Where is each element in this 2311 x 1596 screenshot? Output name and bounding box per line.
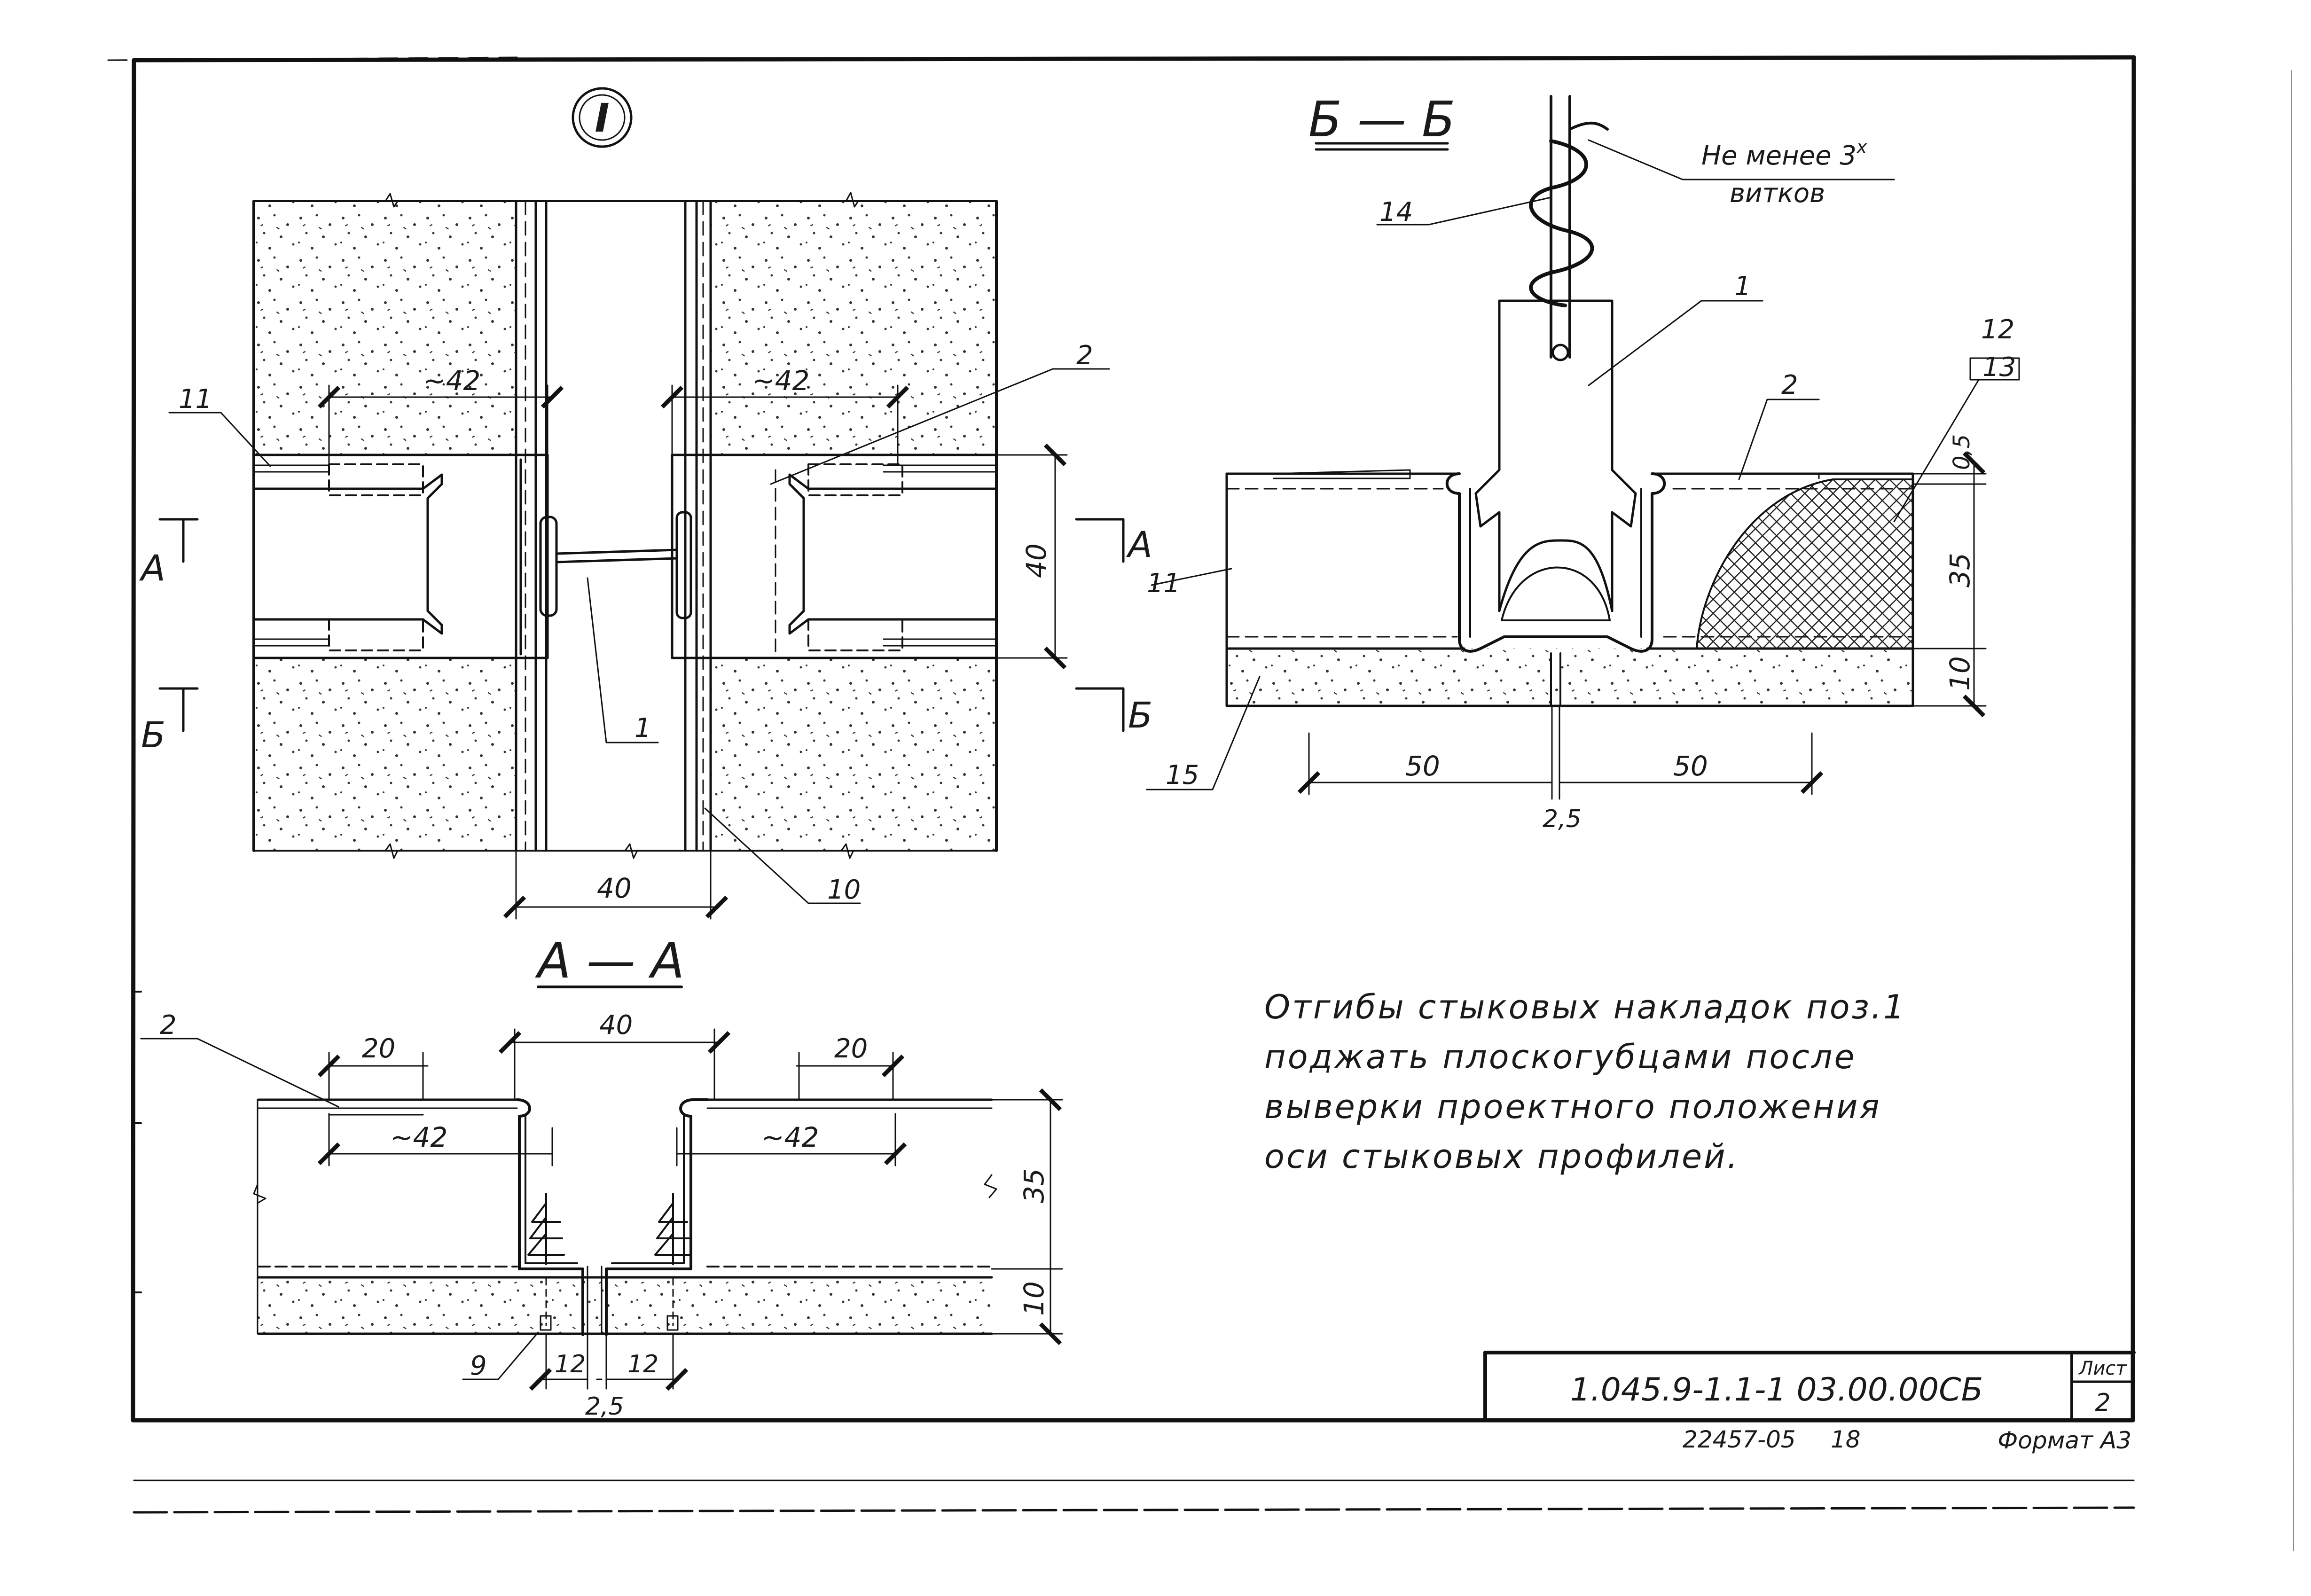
dim-42-aa-right: ~42 [761, 1121, 819, 1153]
cut-label-b-right: Б [1128, 694, 1152, 736]
callout-15-bb: 15 [1166, 760, 1199, 790]
format-label: Формат А3 [1998, 1427, 2131, 1454]
dim-42-right: ~42 [752, 365, 809, 397]
cut-label-b-left: Б [141, 714, 165, 756]
page-index: 18 [1831, 1426, 1861, 1453]
dim-05-bb: 0,5 [1949, 434, 1975, 470]
dim-40-plan-bottom: 40 [597, 872, 632, 904]
sheet-label: Лист [2078, 1358, 2127, 1379]
callout-2-aa: 2 [160, 1010, 177, 1041]
dim-35-aa: 35 [1018, 1168, 1050, 1203]
wire-note-line1: Не менее 3х [1701, 137, 1867, 171]
dim-12-aa-right: 12 [627, 1350, 658, 1378]
callout-14-bb: 14 [1379, 197, 1413, 227]
dim-25-bb: 2,5 [1543, 805, 1582, 833]
callout-12-bb: 12 [1981, 314, 2014, 345]
sheet-number: 2 [2095, 1389, 2110, 1417]
wire-note-line2: витков [1730, 178, 1825, 209]
dim-35-bb: 35 [1944, 553, 1976, 587]
callout-1-plan: 1 [635, 713, 651, 743]
dim-10-aa: 10 [1018, 1281, 1050, 1316]
section-aa [140, 986, 1062, 1389]
cut-label-a-right: А [1126, 524, 1152, 565]
dim-50-bb-left: 50 [1405, 750, 1440, 782]
dim-10-bb: 10 [1944, 656, 1976, 691]
node-marker-label: I [595, 95, 609, 141]
note-line-2: поджать плоскогубцами после [1264, 1038, 1857, 1076]
archive-number: 22457-05 [1683, 1426, 1796, 1453]
callout-10-plan: 10 [827, 875, 861, 905]
note-line-4: оси стыковых профилей. [1264, 1137, 1739, 1176]
drawing-designation: 1.045.9-1.1-1 03.00.00СБ [1570, 1371, 1983, 1408]
dim-12-aa-left: 12 [555, 1350, 586, 1378]
dim-20-aa-right: 20 [834, 1033, 868, 1064]
callout-2-plan: 2 [1076, 340, 1093, 371]
note-line-1: Отгибы стыковых накладок поз.1 [1264, 988, 1906, 1026]
title-block [1483, 1351, 2136, 1422]
dim-40-plan-right: 40 [1020, 543, 1052, 578]
section-bb-title: Б — Б [1308, 91, 1456, 148]
dim-25-aa: 2,5 [585, 1393, 624, 1421]
sheet-frame [107, 55, 2294, 1551]
callout-11-plan: 11 [179, 384, 212, 415]
assembly-note: Отгибы стыковых накладок поз.1 поджать п… [1264, 982, 2110, 1181]
callout-9-aa: 9 [470, 1351, 487, 1381]
callout-13-bb: 13 [1982, 352, 2016, 383]
dim-20-aa-left: 20 [362, 1033, 395, 1064]
cut-label-a-left: А [139, 547, 165, 589]
node-i-plan [158, 87, 1125, 920]
dim-50-bb-right: 50 [1673, 750, 1708, 782]
dim-40-aa: 40 [599, 1010, 633, 1041]
callout-1-bb: 1 [1734, 271, 1751, 302]
section-bb [1146, 95, 2020, 799]
section-aa-title: А — А [535, 932, 684, 989]
note-line-3: выверки проектного положения [1264, 1087, 1881, 1126]
callout-2-bb: 2 [1781, 370, 1798, 400]
dim-42-left: ~42 [423, 365, 480, 397]
dim-42-aa-left: ~42 [390, 1121, 447, 1153]
callout-11-bb: 11 [1147, 568, 1180, 599]
